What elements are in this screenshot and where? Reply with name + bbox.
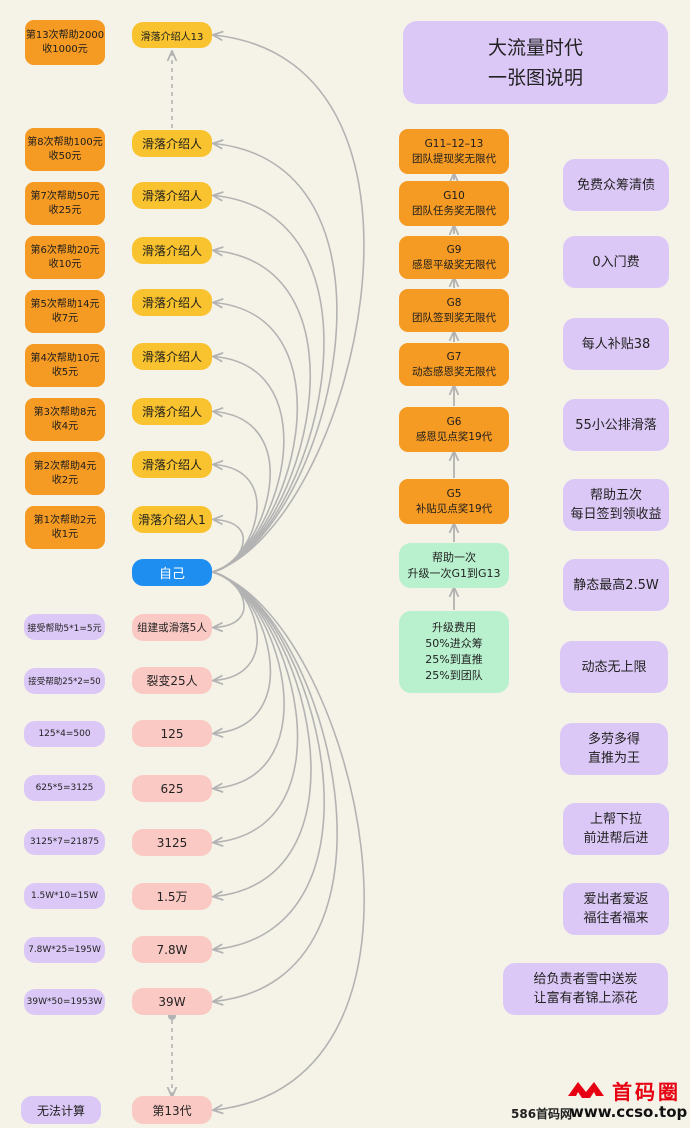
help-step-3: 第3次帮助8元 收4元 — [25, 398, 105, 441]
g-level-6: G6 感恩见点奖19代 — [399, 407, 509, 452]
referrer-4: 滑落介绍人 — [132, 343, 212, 370]
referrer-13: 滑落介绍人13 — [132, 22, 212, 48]
connector-curve — [212, 303, 298, 573]
g-level-11-13: G11–12–13 团队提现奖无限代 — [399, 129, 509, 174]
self-node: 自己 — [132, 559, 212, 586]
feature-4: 55小公排滑落 — [563, 399, 669, 451]
connector-curve — [212, 571, 338, 1002]
connector-curve — [212, 571, 365, 1110]
g-level-10: G10 团队任务奖无限代 — [399, 181, 509, 226]
upgrade-once: 帮助一次 升级一次G1到G13 — [399, 543, 509, 588]
connector-curve — [212, 571, 325, 950]
referrer-6: 滑落介绍人 — [132, 237, 212, 264]
receive-help-7: 7.8W*25=195W — [24, 937, 105, 963]
receive-help-6: 1.5W*10=15W — [24, 883, 105, 909]
watermark-logo-icon — [566, 1076, 606, 1104]
team-gen-5: 3125 — [132, 829, 212, 856]
feature-10: 爱出者爱返 福往者福来 — [563, 883, 669, 935]
connector-curve — [212, 571, 245, 628]
help-step-8: 第8次帮助100元 收50元 — [25, 128, 105, 171]
g-level-8: G8 团队签到奖无限代 — [399, 289, 509, 332]
connector-curve — [212, 571, 272, 734]
help-step-1: 第1次帮助2元 收1元 — [25, 506, 105, 549]
connector-curve — [212, 571, 299, 843]
referrer-7: 滑落介绍人 — [132, 182, 212, 209]
help-step-7: 第7次帮助50元 收25元 — [25, 182, 105, 225]
receive-help-4: 625*5=3125 — [24, 775, 105, 801]
connector-curve — [212, 35, 365, 573]
connector-curve — [212, 571, 258, 681]
connector-curve — [212, 571, 285, 789]
help-step-13: 第13次帮助2000 收1000元 — [25, 20, 105, 65]
connector-curve — [212, 251, 311, 573]
feature-9: 上帮下拉 前进帮后进 — [563, 803, 669, 855]
connector-curve — [212, 144, 338, 573]
connector-curve — [212, 196, 325, 573]
feature-3: 每人补贴38 — [563, 318, 669, 370]
connector-curve — [212, 357, 285, 573]
receive-help-1: 接受帮助5*1=5元 — [24, 614, 105, 640]
help-step-5: 第5次帮助14元 收7元 — [25, 290, 105, 333]
receive-help-2: 接受帮助25*2=50 — [24, 668, 105, 694]
team-gen-13: 第13代 — [132, 1096, 212, 1124]
team-gen-8: 39W — [132, 988, 212, 1015]
watermark-brand: 首码圈 — [612, 1080, 681, 1104]
connector-curve — [212, 465, 258, 573]
g-level-9: G9 感恩平级奖无限代 — [399, 236, 509, 279]
team-gen-4: 625 — [132, 775, 212, 802]
help-step-2: 第2次帮助4元 收2元 — [25, 452, 105, 495]
receive-help-8: 39W*50=1953W — [24, 989, 105, 1015]
team-gen-6: 1.5万 — [132, 883, 212, 910]
help-step-6: 第6次帮助20元 收10元 — [25, 236, 105, 279]
connector-curve — [212, 412, 271, 573]
feature-1: 免费众筹清债 — [563, 159, 669, 211]
referrer-3: 滑落介绍人 — [132, 398, 212, 425]
feature-5: 帮助五次 每日签到领收益 — [563, 479, 669, 531]
referrer-1: 滑落介绍人1 — [132, 506, 212, 533]
watermark-tag: 586首码网 — [511, 1107, 573, 1121]
team-gen-1: 组建或滑落5人 — [132, 614, 212, 641]
upgrade-fee: 升级费用 50%进众筹 25%到直推 25%到团队 — [399, 611, 509, 693]
feature-2: 0入门费 — [563, 236, 669, 288]
help-step-4: 第4次帮助10元 收5元 — [25, 344, 105, 387]
watermark-site: www.ccso.top — [570, 1103, 688, 1121]
page-title: 大流量时代 一张图说明 — [403, 21, 668, 104]
feature-11: 给负责者雪中送炭 让富有者锦上添花 — [503, 963, 668, 1015]
connector-curve — [212, 520, 245, 573]
g-level-5: G5 补贴见点奖19代 — [399, 479, 509, 524]
feature-7: 动态无上限 — [560, 641, 668, 693]
team-gen-7: 7.8W — [132, 936, 212, 963]
g-level-7: G7 动态感恩奖无限代 — [399, 343, 509, 386]
referrer-2: 滑落介绍人 — [132, 451, 212, 478]
receive-help-5: 3125*7=21875 — [24, 829, 105, 855]
referrer-5: 滑落介绍人 — [132, 289, 212, 316]
receive-help-13: 无法计算 — [21, 1096, 101, 1124]
team-gen-3: 125 — [132, 720, 212, 747]
feature-6: 静态最高2.5W — [563, 559, 669, 611]
feature-8: 多劳多得 直推为王 — [560, 723, 668, 775]
referrer-8: 滑落介绍人 — [132, 130, 212, 157]
team-gen-2: 裂变25人 — [132, 667, 212, 694]
receive-help-3: 125*4=500 — [24, 721, 105, 747]
connector-curve — [212, 571, 312, 897]
